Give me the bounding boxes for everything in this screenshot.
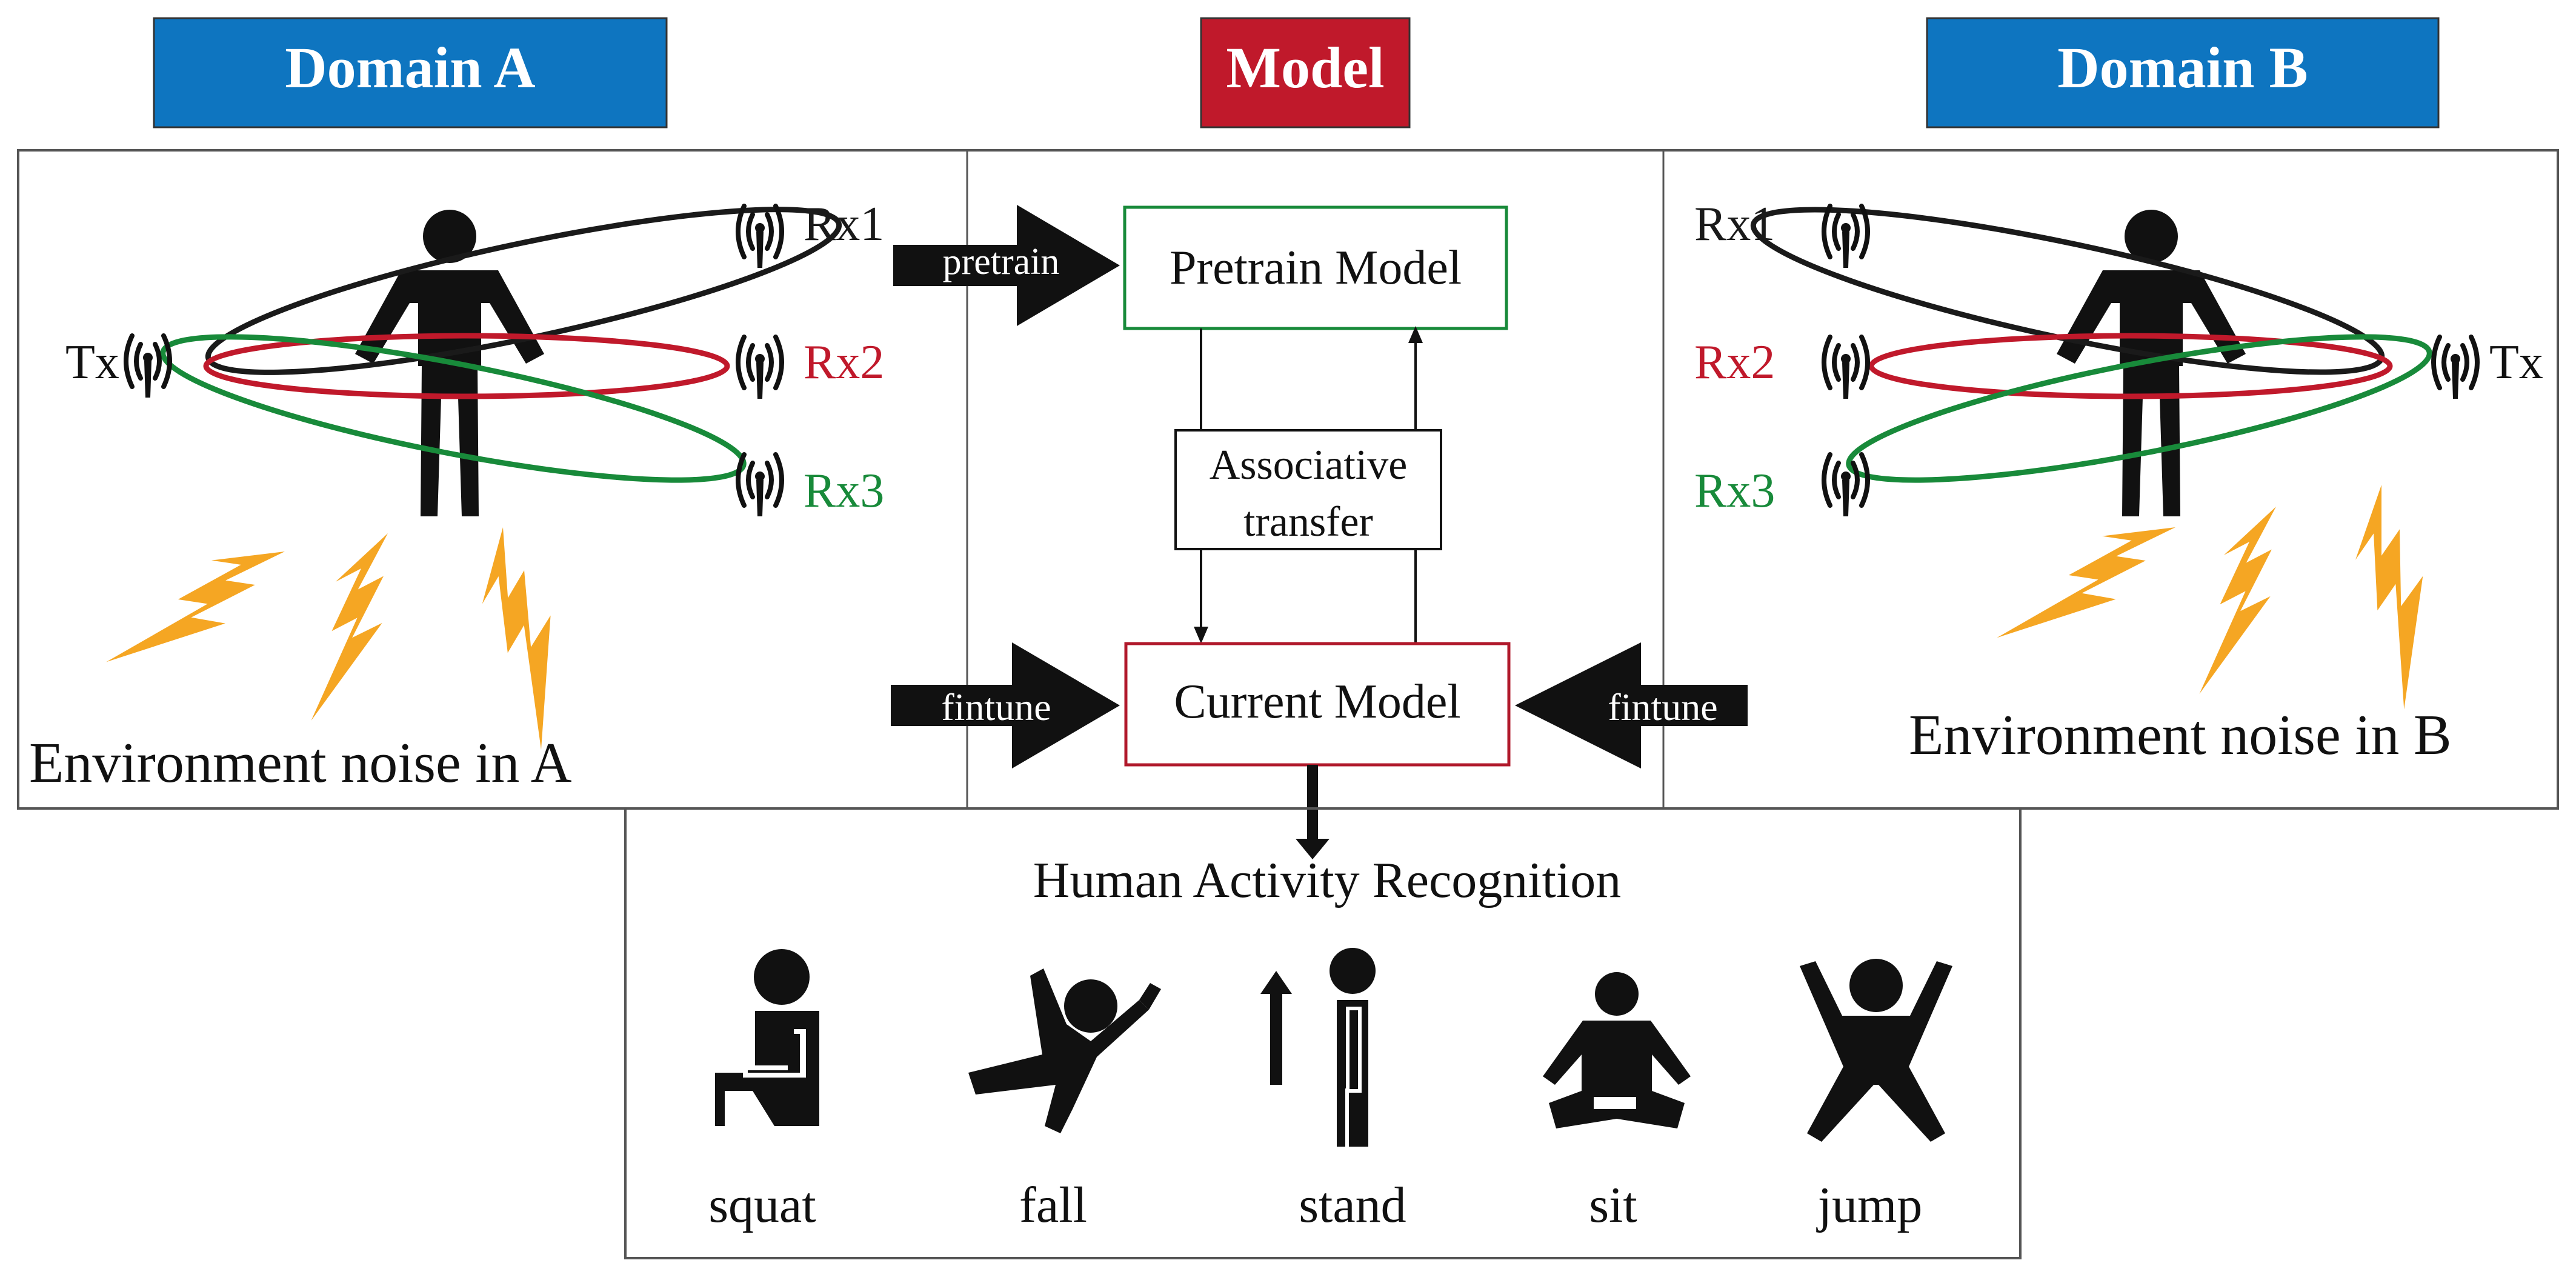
model-header: [1200, 17, 1411, 128]
output-arrowhead: [1296, 839, 1330, 859]
domain-a-scene: Tx Rx1 Rx2 Rx3 Environment noise in A: [29, 198, 884, 795]
stand-icon: [1260, 948, 1376, 1147]
rx2-label: Rx2: [1694, 336, 1775, 389]
jump-icon: [1800, 959, 1952, 1142]
output-arrow-shaft: [1307, 765, 1318, 844]
rx3-antenna-icon: [1824, 455, 1868, 516]
activity-label-sit: sit: [1589, 1177, 1637, 1233]
tx-antenna-icon: [2434, 337, 2477, 399]
signal-path-rx2: [1868, 333, 2393, 399]
domain-a-header-label: Domain A: [285, 35, 535, 100]
rx2-label: Rx2: [804, 336, 884, 389]
pretrain-arrow: [893, 205, 1120, 326]
finetune-right-arrow: [1515, 642, 1748, 768]
finetune-left-arrow: [891, 642, 1120, 768]
noise-bolt-icon: [1997, 485, 2175, 680]
activity-label-fall: fall: [1019, 1177, 1087, 1233]
activity-label-stand: stand: [1299, 1177, 1406, 1233]
associative-transfer-box: [1174, 429, 1442, 550]
current-model-label: Current Model: [1174, 675, 1460, 728]
signal-path-rx3: [160, 334, 747, 483]
transfer-down-arrowhead: [1194, 627, 1208, 644]
rx3-label: Rx3: [1694, 464, 1775, 518]
environment-noise-a-label: Environment noise in A: [29, 731, 572, 795]
har-panel: Human Activity Recognition squat fall st…: [624, 807, 2022, 1259]
domain-a-header: [153, 17, 668, 128]
rx3-label: Rx3: [804, 464, 884, 518]
model-header-label: Model: [1226, 35, 1384, 100]
fall-icon: [968, 968, 1161, 1133]
tx-antenna-icon: [126, 336, 170, 398]
tx-label: Tx: [2489, 336, 2543, 389]
sit-icon: [1543, 972, 1691, 1128]
rx1-antenna-icon: [1824, 206, 1868, 268]
rx2-antenna-icon: [1824, 337, 1868, 399]
finetune-right-label: fintune: [1608, 685, 1717, 728]
noise-bolt-icon: [409, 527, 635, 750]
har-title: Human Activity Recognition: [1033, 852, 1622, 908]
domain-b-header: [1926, 17, 2440, 128]
environment-noise-b-label: Environment noise in B: [1909, 704, 2452, 767]
associative-transfer-line1: Associative: [1210, 442, 1408, 488]
model-section: pretrain Pretrain Model Associative tran…: [891, 205, 1748, 859]
noise-bolt-icon: [263, 533, 436, 721]
activity-label-jump: jump: [1816, 1177, 1923, 1233]
finetune-left-label: fintune: [941, 685, 1051, 728]
pretrain-arrow-label: pretrain: [943, 241, 1060, 282]
pretrain-model-box: [1123, 205, 1508, 330]
associative-transfer-line2: transfer: [1243, 499, 1373, 545]
tx-label: Tx: [65, 336, 119, 389]
activity-label-squat: squat: [708, 1177, 816, 1233]
signal-path-rx1: [1750, 207, 2385, 375]
transfer-up-arrowhead: [1408, 326, 1423, 343]
pretrain-model-label: Pretrain Model: [1170, 241, 1462, 295]
noise-bolt-icon: [106, 509, 285, 704]
rx1-label: Rx1: [1694, 198, 1775, 251]
domain-b-scene: Tx Rx1 Rx2 Rx3 Environment noise in B: [1694, 198, 2543, 767]
rx2-antenna-icon: [738, 337, 782, 399]
signal-path-rx2: [203, 333, 730, 399]
signal-path-rx3: [1846, 334, 2432, 483]
current-model-box: [1124, 642, 1511, 767]
domain-b-header-label: Domain B: [2057, 35, 2308, 100]
rx1-antenna-icon: [738, 206, 782, 268]
rx1-label: Rx1: [804, 198, 884, 251]
noise-bolt-icon: [2280, 485, 2506, 710]
har-panel-frame: [624, 807, 2022, 1259]
squat-icon: [715, 949, 819, 1126]
noise-bolt-icon: [2151, 507, 2324, 695]
